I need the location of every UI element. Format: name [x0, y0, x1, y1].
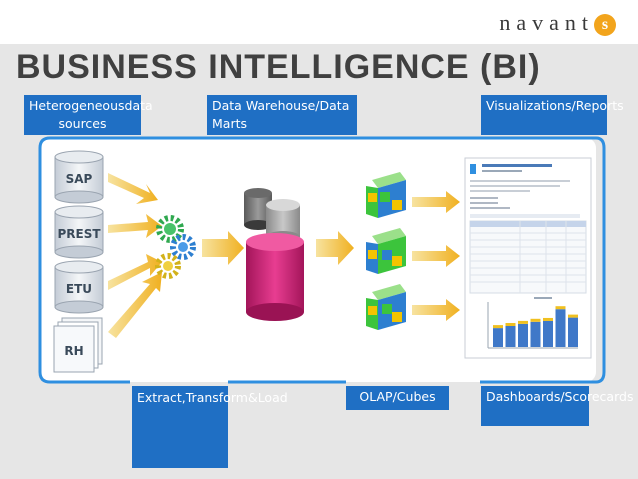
report-thumbnail: [464, 157, 592, 359]
report-bar-cap: [568, 314, 578, 318]
arrow-icon: [316, 231, 354, 265]
label-heterogeneous-sources: Heterogeneousdata sources: [24, 95, 153, 135]
report-bar-cap: [530, 318, 541, 322]
arrow-icon: [108, 173, 162, 338]
logo-badge-icon: s: [594, 14, 616, 36]
data-warehouse-cylinder: [246, 233, 304, 321]
label-visualizations: Visualizations/Reports: [481, 95, 624, 135]
gear-icon: [155, 215, 196, 279]
source-rh: [53, 317, 103, 373]
report-bar: [493, 328, 503, 347]
report-bar: [530, 321, 541, 347]
report-bar: [543, 320, 553, 347]
diagram-panel: [40, 138, 596, 382]
label-etl: Extract,Transform&Load: [132, 386, 288, 468]
report-bar: [505, 326, 516, 347]
slide-title: BUSINESS INTELLIGENCE (BI): [16, 48, 541, 86]
olap-cube-icon: [366, 172, 406, 218]
report-bar-cap: [543, 317, 553, 321]
label-olap-cubes: OLAP/Cubes: [346, 386, 449, 410]
report-bar-cap: [505, 323, 516, 326]
source-sap: [54, 150, 104, 204]
arrow-icon: [202, 231, 244, 265]
panel-frame-left: [38, 148, 130, 384]
source-label: SAP: [66, 172, 93, 186]
olap-cube-icon: [366, 228, 406, 274]
arrow-icon: [412, 191, 460, 321]
report-bar-cap: [555, 306, 566, 310]
report-bar-cap: [493, 325, 503, 329]
report-bar-chart: [493, 306, 578, 347]
source-label: RH: [64, 344, 83, 358]
report-bar: [555, 309, 566, 347]
source-etu: [54, 260, 104, 314]
panel-frame-right: [38, 136, 606, 384]
source-prest: [54, 205, 104, 259]
report-bar-cap: [518, 320, 528, 324]
source-label: ETU: [66, 282, 92, 296]
olap-cube-icon: [366, 284, 406, 330]
label-dashboards: Dashboards/Scorecards: [481, 386, 633, 426]
label-data-warehouse: Data Warehouse/Data Marts: [207, 95, 357, 135]
report-bar: [568, 317, 578, 347]
source-label: PREST: [57, 227, 101, 241]
report-bar: [518, 323, 528, 347]
